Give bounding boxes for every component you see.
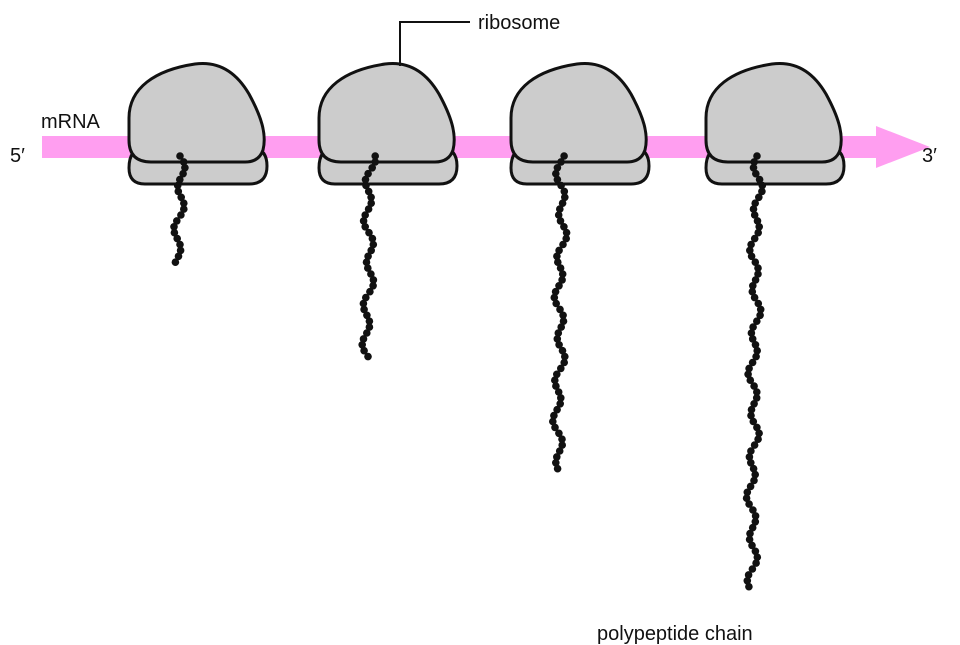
large-subunit bbox=[706, 63, 841, 162]
ribosome-2 bbox=[319, 63, 457, 360]
ribosome-leader-line bbox=[400, 22, 470, 66]
ribosome-1 bbox=[129, 63, 267, 266]
polypeptide-chain bbox=[549, 152, 570, 472]
three-prime-label: 3′ bbox=[922, 145, 937, 167]
ribosome-label: ribosome bbox=[478, 12, 560, 34]
ribosome-4 bbox=[706, 63, 844, 590]
mrna-label: mRNA bbox=[41, 111, 101, 133]
amino-acid-bead bbox=[554, 465, 562, 473]
amino-acid-bead bbox=[172, 258, 180, 266]
large-subunit bbox=[511, 63, 646, 162]
large-subunit bbox=[129, 63, 264, 162]
five-prime-label: 5′ bbox=[10, 145, 25, 167]
amino-acid-bead bbox=[364, 353, 372, 361]
large-subunit bbox=[319, 63, 454, 162]
amino-acid-bead bbox=[745, 583, 753, 591]
polypeptide-chain-label: polypeptide chain bbox=[597, 623, 753, 645]
ribosome-3 bbox=[511, 63, 649, 472]
polypeptide-chain bbox=[743, 152, 766, 590]
